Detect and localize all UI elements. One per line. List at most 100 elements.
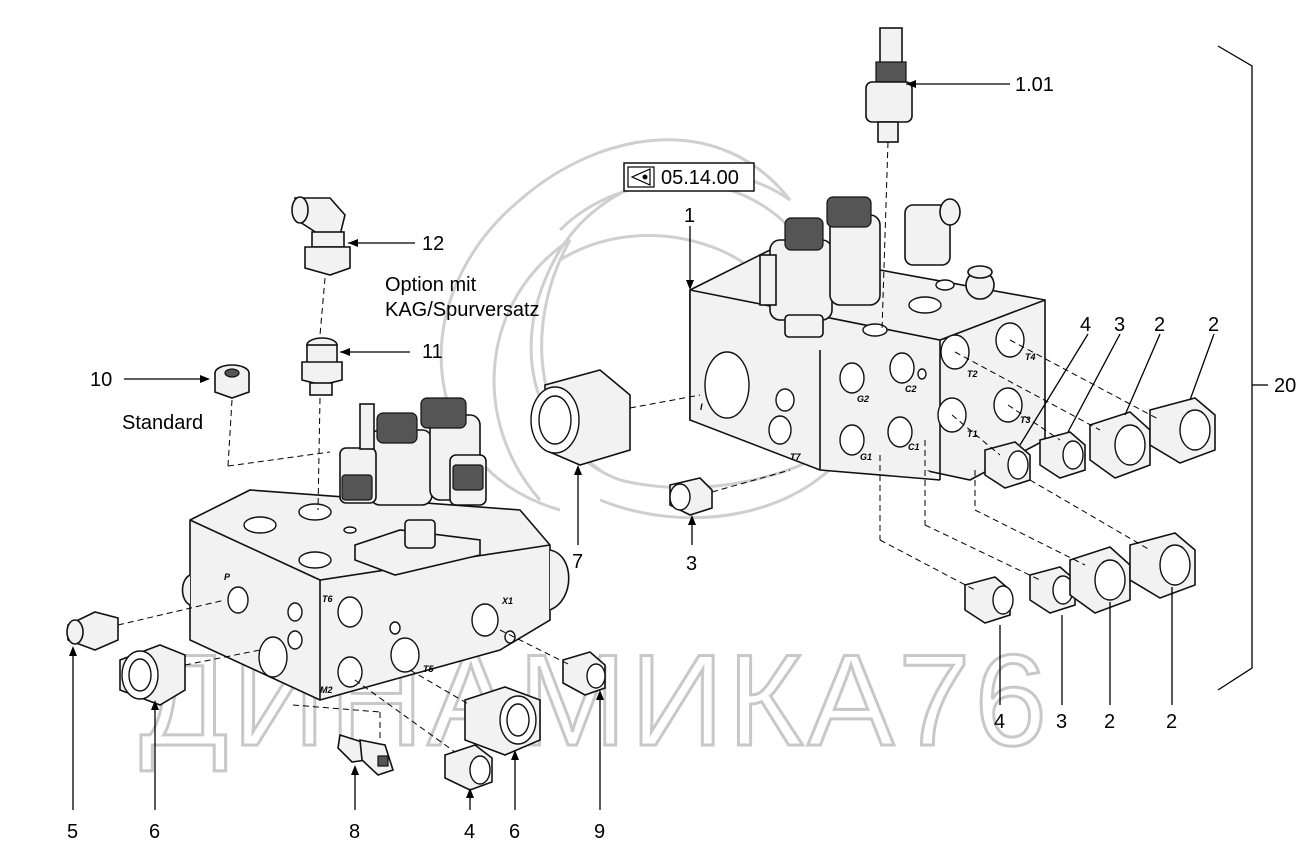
fitting-6-bottom xyxy=(464,686,541,756)
plug-screw xyxy=(214,364,250,399)
standard-caption: Standard xyxy=(122,412,203,434)
leader-2-top-a xyxy=(1124,333,1161,416)
arrow-11 xyxy=(340,348,350,356)
pressure-switch xyxy=(865,27,913,143)
callout-20: 20 xyxy=(1274,375,1296,397)
port-label-t3: T3 xyxy=(1020,415,1031,425)
large-fitting xyxy=(530,369,631,466)
dash-t3b xyxy=(1029,479,1151,551)
port-label-t1: T1 xyxy=(967,429,978,439)
elbow-fitting xyxy=(291,196,351,276)
fitting-5 xyxy=(66,611,119,651)
callout-7: 7 xyxy=(572,551,583,573)
dash-c1b xyxy=(924,524,1041,581)
callout-6-left: 6 xyxy=(149,821,160,843)
arrow-4-bottom xyxy=(466,788,474,798)
leader-2-top-b xyxy=(1189,333,1215,401)
solenoid-valve-secondary xyxy=(339,397,487,576)
dash-9 xyxy=(499,629,571,666)
leader-3-top xyxy=(1067,333,1121,433)
arrow-10 xyxy=(200,375,210,383)
port-label-t5: T5 xyxy=(423,664,434,674)
dash-t4 xyxy=(1009,339,1161,421)
dash-10a xyxy=(227,399,233,467)
dash-12 xyxy=(319,277,326,336)
callout-9: 9 xyxy=(594,821,605,843)
callout-4-bottom: 4 xyxy=(464,821,475,843)
arrow-5 xyxy=(69,646,77,656)
port-label-t7: T7 xyxy=(790,452,801,462)
dash-g1b xyxy=(879,539,976,591)
callout-3-top: 3 xyxy=(1114,314,1125,336)
port-label-g2: G2 xyxy=(857,394,869,404)
port-label-m2: M2 xyxy=(320,685,333,695)
callout-5: 5 xyxy=(67,821,78,843)
callout-1: 1 xyxy=(684,205,695,227)
port-label-i: I xyxy=(700,402,703,412)
callout-12: 12 xyxy=(422,233,444,255)
dash-6-left xyxy=(184,649,261,666)
valve-block-main xyxy=(689,249,1046,481)
arrow-12 xyxy=(348,239,358,247)
fitting-4-bottom xyxy=(444,744,493,791)
arrow-101 xyxy=(906,80,916,88)
temperature-sensor xyxy=(337,733,395,776)
dash-6-bottom xyxy=(409,669,471,706)
callout-2-top-b: 2 xyxy=(1208,314,1219,336)
fittings-upper-right xyxy=(984,397,1216,489)
callout-4-right: 4 xyxy=(994,711,1005,733)
group-bracket xyxy=(1217,45,1253,691)
dash-11 xyxy=(317,397,321,511)
port-label-t4: T4 xyxy=(1025,352,1036,362)
callout-2-right-a: 2 xyxy=(1104,711,1115,733)
arrow-3-middle xyxy=(688,515,696,525)
dash-10b xyxy=(227,451,331,467)
dash-t3 xyxy=(1007,404,1061,441)
dash-4-bottom xyxy=(354,679,456,753)
dash-3-middle xyxy=(711,469,791,493)
reference-number: 05.14.00 xyxy=(661,167,739,189)
port-label-p: P xyxy=(224,572,231,582)
dash-8a xyxy=(292,704,381,713)
arrow-6-bottom xyxy=(511,750,519,760)
solenoid-valve-main xyxy=(759,196,995,338)
arrow-1 xyxy=(686,280,694,290)
callout-10: 10 xyxy=(90,369,112,391)
port-label-c1: C1 xyxy=(908,442,920,452)
port-label-t2: T2 xyxy=(967,369,978,379)
port-label-t6: T6 xyxy=(322,594,333,604)
fitting-3-middle xyxy=(669,477,713,516)
arrow-6-left xyxy=(151,700,159,710)
dash-t1c xyxy=(974,509,1086,566)
port-label-g1: G1 xyxy=(860,452,872,462)
callout-2-top-a: 2 xyxy=(1154,314,1165,336)
eye-icon xyxy=(630,168,651,186)
fittings-lower-right xyxy=(964,532,1196,624)
leader-4-top xyxy=(1019,333,1089,446)
dash-t1 xyxy=(951,414,1001,456)
dash-7 xyxy=(629,394,701,409)
fitting-6-left xyxy=(119,644,186,706)
arrow-8 xyxy=(351,765,359,775)
callout-2-right-b: 2 xyxy=(1166,711,1177,733)
dash-5 xyxy=(117,599,226,626)
option-caption-line2: KAG/Spurversatz xyxy=(385,299,540,321)
callout-6-bottom: 6 xyxy=(509,821,520,843)
callout-11: 11 xyxy=(422,341,443,363)
callout-4-top: 4 xyxy=(1080,314,1091,336)
fitting-9 xyxy=(562,651,606,696)
arrow-9 xyxy=(596,690,604,700)
port-label-c2: C2 xyxy=(905,384,917,394)
arrow-7 xyxy=(574,465,582,475)
adapter-fitting xyxy=(301,337,343,396)
port-label-x1: X1 xyxy=(501,596,513,606)
dash-t2 xyxy=(954,351,1101,431)
option-caption-line1: Option mit xyxy=(385,274,477,296)
callout-1-01: 1.01 xyxy=(1015,74,1054,96)
dash-101 xyxy=(881,141,889,331)
callout-3-middle: 3 xyxy=(686,553,697,575)
callout-8: 8 xyxy=(349,821,360,843)
reference-box: 05.14.00 xyxy=(623,162,755,192)
callout-3-right: 3 xyxy=(1056,711,1067,733)
